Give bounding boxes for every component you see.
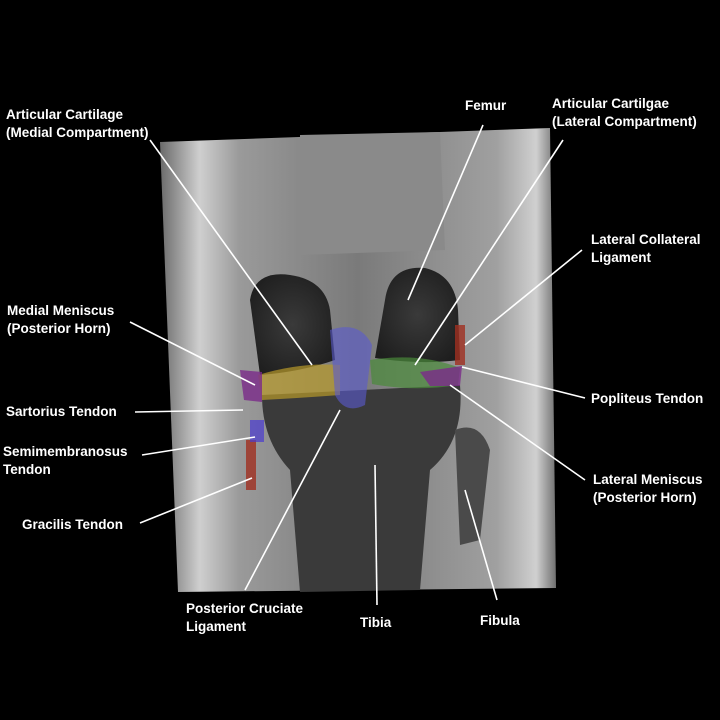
- label-line: Lateral Meniscus: [593, 472, 703, 487]
- tibia-bone: [262, 385, 461, 592]
- label-line: (Lateral Compartment): [552, 114, 697, 129]
- leader-lcl: [464, 249, 583, 346]
- leader-pcl: [244, 409, 341, 591]
- medial-cartilage-overlay: [258, 364, 340, 400]
- label-tibia: Tibia: [360, 615, 392, 630]
- label-line: Ligament: [591, 250, 652, 265]
- leader-art-cart-medial: [149, 139, 313, 366]
- label-line: Posterior Cruciate: [186, 601, 304, 616]
- label-line: (Posterior Horn): [7, 321, 111, 336]
- leader-lines: [129, 124, 586, 606]
- leader-lat-meniscus: [449, 384, 586, 481]
- label-popliteus-tendon: Popliteus Tendon: [591, 391, 704, 406]
- lateral-condyle: [375, 267, 460, 363]
- label-line: Articular Cartilage: [6, 107, 124, 122]
- label-lateral-meniscus: Lateral Meniscus (Posterior Horn): [593, 471, 703, 507]
- pcl-overlay: [330, 327, 372, 409]
- medial-condyle: [250, 274, 335, 375]
- leader-med-meniscus: [129, 321, 256, 386]
- label-femur: Femur: [465, 98, 507, 113]
- leader-fibula: [464, 489, 498, 601]
- label-line: Ligament: [186, 619, 247, 634]
- label-articular-cartilage-lateral: Articular Cartilgae (Lateral Compartment…: [552, 95, 697, 131]
- leader-popliteus: [461, 366, 586, 399]
- label-line: Medial Meniscus: [7, 303, 115, 318]
- femur-shaft: [300, 132, 445, 255]
- label-line: Articular Cartilgae: [552, 96, 670, 111]
- label-line: Tendon: [3, 462, 51, 477]
- leader-art-cart-lateral: [414, 139, 564, 366]
- lcl-overlay: [455, 325, 465, 365]
- label-medial-meniscus: Medial Meniscus (Posterior Horn): [7, 302, 114, 338]
- gracilis-overlay: [246, 440, 256, 490]
- label-posterior-cruciate-ligament: Posterior Cruciate Ligament: [186, 600, 303, 636]
- label-line: (Posterior Horn): [593, 490, 697, 505]
- fibula-bone: [455, 427, 490, 545]
- label-line: Lateral Collateral: [591, 232, 701, 247]
- leader-gracilis: [139, 477, 253, 524]
- leader-semimem: [141, 436, 256, 456]
- label-lateral-collateral-ligament: Lateral Collateral Ligament: [591, 231, 701, 267]
- lateral-meniscus-overlay: [420, 366, 462, 386]
- label-articular-cartilage-medial: Articular Cartilage (Medial Compartment): [6, 106, 149, 142]
- semimembranosus-overlay: [250, 420, 264, 442]
- leader-femur: [407, 124, 484, 301]
- medial-meniscus-overlay: [240, 370, 262, 402]
- label-gracilis-tendon: Gracilis Tendon: [22, 517, 124, 532]
- leader-tibia: [374, 464, 378, 606]
- leader-sartorius: [134, 409, 244, 413]
- label-semimembranosus-tendon: Semimembranosus Tendon: [3, 443, 128, 479]
- label-line: Semimembranosus: [3, 444, 128, 459]
- label-sartorius-tendon: Sartorius Tendon: [6, 404, 117, 419]
- label-fibula: Fibula: [480, 613, 520, 628]
- label-line: (Medial Compartment): [6, 125, 149, 140]
